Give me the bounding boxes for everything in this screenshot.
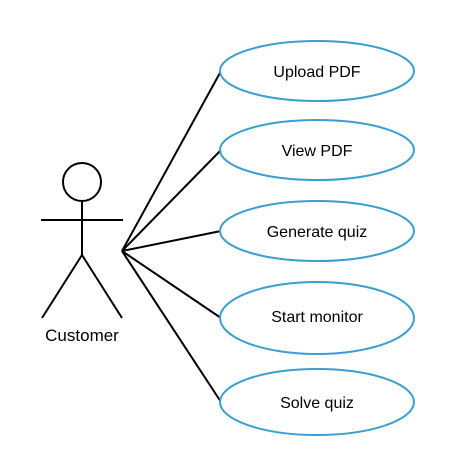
use-case-start-monitor[interactable]: Start monitor (219, 281, 415, 355)
association-start-monitor (121, 250, 222, 319)
actor-customer: Customer (41, 162, 123, 345)
actor-label: Customer (45, 326, 119, 345)
use-case-ellipse[interactable] (219, 119, 415, 181)
use-case-ellipse[interactable] (219, 281, 415, 355)
association-view-pdf (121, 149, 222, 252)
actor-head (62, 162, 102, 202)
use-case-label: View PDF (282, 143, 353, 160)
use-case-ellipse[interactable] (219, 40, 415, 102)
associations (121, 70, 222, 403)
association-solve-quiz (121, 250, 222, 403)
use-case-ellipse[interactable] (219, 200, 415, 262)
use-case-view-pdf[interactable]: View PDF (219, 119, 415, 181)
use-case-upload-pdf[interactable]: Upload PDF (219, 40, 415, 102)
use-case-label: Upload PDF (273, 64, 360, 81)
use-case-solve-quiz[interactable]: Solve quiz (219, 368, 415, 436)
use-case-generate-quiz[interactable]: Generate quiz (219, 200, 415, 262)
use-case-label: Start monitor (271, 309, 363, 326)
use-case-label: Generate quiz (267, 224, 368, 241)
use-case-ellipse[interactable] (219, 368, 415, 436)
association-upload-pdf (121, 70, 222, 252)
actor-right-leg (81, 254, 123, 319)
actor-left-leg (41, 254, 83, 319)
use-case-label: Solve quiz (280, 395, 354, 412)
association-generate-quiz (121, 230, 222, 252)
